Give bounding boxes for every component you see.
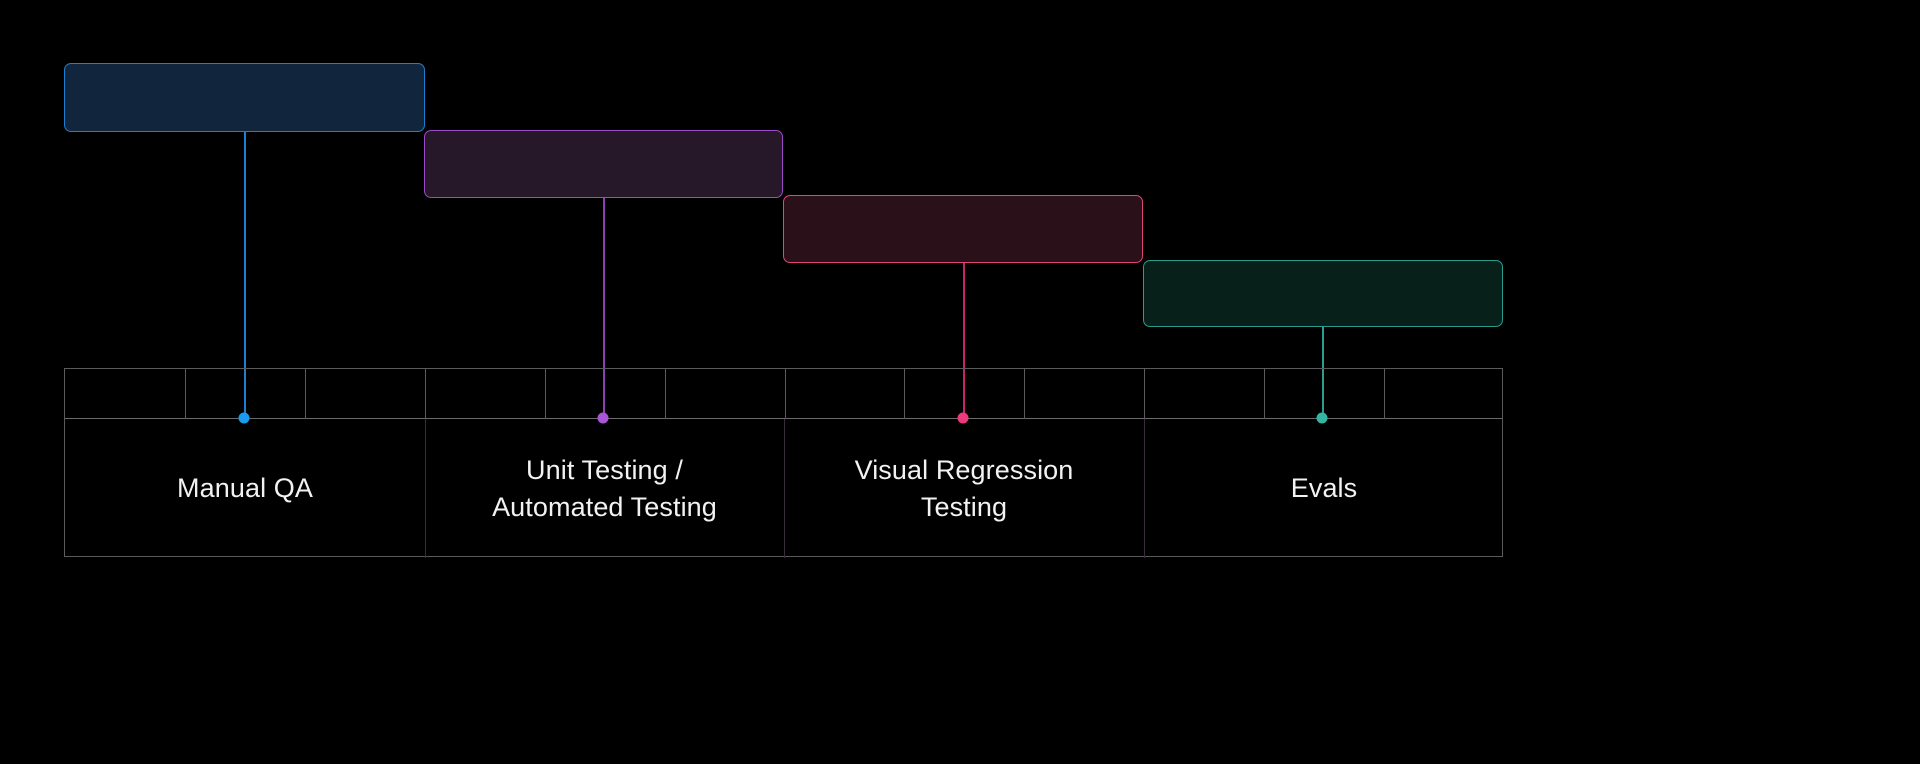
- column-divider: [1144, 419, 1145, 558]
- phase-box-visual-regression[interactable]: [783, 195, 1143, 263]
- connector-line-visual-regression: [963, 263, 965, 418]
- tick-divider: [1144, 369, 1145, 419]
- phase-label-manual-qa: Manual QA: [177, 473, 313, 504]
- phase-label-visual-regression: Visual Regression Testing: [854, 455, 1074, 522]
- tick-divider: [425, 369, 426, 419]
- tick-row: [65, 369, 1502, 419]
- phase-label-unit-testing: Unit Testing / Automated Testing: [492, 455, 717, 522]
- phase-box-evals[interactable]: [1143, 260, 1503, 327]
- tick-divider: [545, 369, 546, 419]
- phase-box-unit-testing[interactable]: [424, 130, 783, 198]
- phase-label-evals: Evals: [1290, 473, 1358, 504]
- phase-box-manual-qa[interactable]: [64, 63, 425, 132]
- phase-label-row: Manual QA Unit Testing / Automated Testin…: [65, 419, 1502, 558]
- connector-line-unit-testing: [603, 198, 605, 418]
- timeline-grid: Manual QA Unit Testing / Automated Testin…: [64, 368, 1503, 558]
- tick-divider: [785, 369, 786, 419]
- connector-line-evals: [1322, 327, 1324, 418]
- tick-divider: [305, 369, 306, 419]
- tick-divider: [665, 369, 666, 419]
- column-divider: [784, 419, 785, 558]
- column-divider: [425, 419, 426, 558]
- connector-dot-visual-regression[interactable]: [957, 412, 969, 424]
- tick-divider: [1264, 369, 1265, 419]
- connector-dot-unit-testing[interactable]: [597, 412, 609, 424]
- tick-divider: [185, 369, 186, 419]
- connector-line-manual-qa: [244, 132, 246, 418]
- tick-divider: [1024, 369, 1025, 419]
- tick-divider: [1384, 369, 1385, 419]
- connector-dot-manual-qa[interactable]: [238, 412, 250, 424]
- connector-dot-evals[interactable]: [1316, 412, 1328, 424]
- tick-divider: [904, 369, 905, 419]
